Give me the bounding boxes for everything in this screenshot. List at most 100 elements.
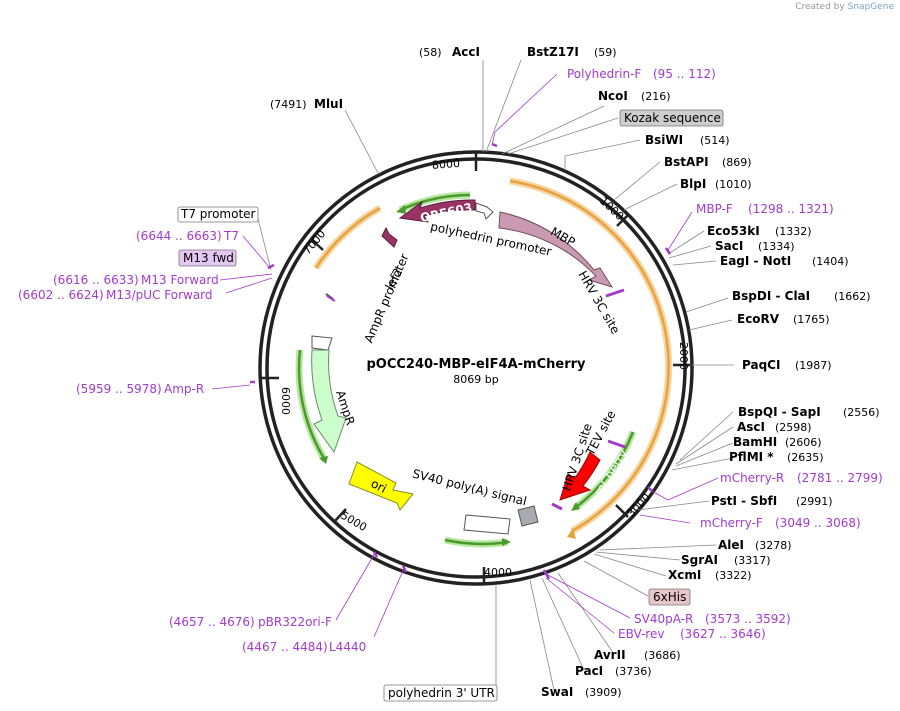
xcmi-label: XcmI [668, 568, 701, 582]
mcherry-r-label: mCherry-R [720, 471, 784, 485]
sv40-label: SV40 poly(A) signal [411, 467, 528, 509]
primer-leader-lines [211, 73, 719, 638]
orf603-feature[interactable] [398, 199, 476, 223]
l4440-pos: (4467 .. 4484) [242, 640, 328, 654]
ncoi-label: NcoI [598, 89, 628, 103]
ebv-rev-pos: (3627 .. 3646) [680, 627, 766, 641]
asci-label: AscI [737, 420, 765, 434]
ori-label: ori [369, 476, 389, 496]
kozak-label: Kozak sequence [624, 111, 721, 125]
bstz17i-pos: (59) [594, 46, 617, 59]
orf603-orf-head [396, 205, 406, 214]
pflmi-label: PflMI * [729, 450, 774, 464]
eco53ki-label: Eco53kI [707, 224, 760, 238]
polyhedrin-f-pos: (95 .. 112) [653, 67, 716, 81]
bstapi-label: BstAPI [664, 155, 709, 169]
paci-label: PacI [575, 664, 603, 678]
snapgene-credit: Created by SnapGene [795, 2, 894, 12]
hrv-bottom-mark [551, 502, 563, 511]
polyhedrin-promoter-arrow[interactable] [475, 202, 494, 220]
eco53ki-pos: (1332) [775, 225, 812, 238]
credit-prefix: Created by [795, 2, 845, 12]
tick-marks [262, 152, 690, 584]
sv40-feature[interactable] [463, 514, 511, 535]
swai-pos: (3909) [585, 686, 622, 699]
ampr-promoter-arrow[interactable] [311, 335, 333, 351]
mcherry-f-label: mCherry-F [700, 516, 763, 530]
mcherry-f-pos: (3049 .. 3068) [775, 516, 861, 530]
ampr-feature[interactable] [311, 349, 347, 454]
mcherry-feature[interactable] [559, 451, 601, 501]
orf-arc-left [314, 206, 381, 269]
alei-label: AleI [718, 538, 744, 552]
bamhi-label: BamHI [733, 435, 777, 449]
bstapi-pos: (869) [722, 156, 752, 169]
his-box[interactable] [648, 588, 691, 606]
bsiwi-label: BsiWI [645, 133, 683, 147]
l4440-label: L4440 [329, 640, 366, 654]
t7-promoter-box[interactable] [177, 206, 259, 223]
t7-promoter-label: T7 promoter [180, 207, 256, 221]
m13-forward-pos: (6616 .. 6633) [53, 273, 139, 287]
polyhedrin-f-label: Polyhedrin-F [567, 67, 641, 81]
ampr-orf-head [319, 456, 328, 464]
credit-brand: SnapGene [847, 2, 894, 12]
m13-fwd-label: M13 fwd [183, 251, 234, 265]
m13-puc-forward-label: M13/pUC Forward [106, 288, 213, 302]
bspqi-sapi-pos: (2556) [843, 406, 880, 419]
psti-sbfi-pos: (2991) [796, 495, 833, 508]
sgrai-pos: (3317) [734, 554, 771, 567]
tick-2000: 2000 [677, 342, 690, 370]
ebv-rev-label: EBV-rev [618, 627, 664, 641]
sgrai-label: SgrAI [681, 553, 718, 567]
plasmid-name: pOCC240-MBP-eIF4A-mCherry [366, 357, 586, 372]
psti-sbfi-label: PstI - SbfI [711, 494, 777, 508]
polyhedrin-utr-label: polyhedrin 3' UTR [388, 686, 495, 700]
m13-forward-label: M13 Forward [141, 273, 219, 287]
mbp-f-label: MBP-F [696, 202, 733, 216]
ampr-promoter-primer-mark [326, 295, 336, 302]
accI-pos: (58) [419, 46, 442, 59]
polyhedrin-utr-box[interactable] [383, 684, 498, 702]
bamhi-pos: (2606) [785, 436, 822, 449]
amp-r-label: Amp-R [164, 382, 204, 396]
gray-feature[interactable] [517, 505, 539, 527]
leader-lines [257, 59, 734, 691]
t7-label: T7 [223, 229, 239, 243]
mlui-pos: (7491) [270, 98, 307, 111]
ampr-orf-arc [297, 349, 327, 461]
bsiwi-pos: (514) [700, 134, 730, 147]
ori-feature[interactable] [348, 461, 414, 511]
sv40pa-r-label: SV40pA-R [634, 612, 693, 626]
mbp-feature[interactable] [498, 211, 614, 288]
tev-primer-mark [607, 439, 626, 449]
primer-marks [250, 142, 672, 580]
lef2-feature[interactable] [381, 226, 398, 248]
pbr322ori-f-label: pBR322ori-F [258, 615, 332, 629]
tick-6000: 6000 [279, 387, 292, 415]
eagi-noti-label: EagI - NotI [720, 254, 791, 268]
m13-fwd-box[interactable] [178, 249, 237, 267]
kozak-box[interactable] [619, 109, 724, 127]
bspdi-clai-label: BspDI - ClaI [732, 289, 810, 303]
blpi-label: BlpI [680, 177, 706, 191]
swai-label: SwaI [541, 685, 573, 699]
plasmid-size: 8069 bp [453, 373, 498, 386]
eagi-noti-pos: (1404) [812, 255, 849, 268]
avrii-label: AvrII [594, 648, 626, 662]
orf-arc-right [509, 179, 670, 533]
ecorv-label: EcoRV [737, 312, 780, 326]
avrii-pos: (3686) [644, 649, 681, 662]
xcmi-pos: (3322) [715, 569, 752, 582]
mbp-f-pos: (1298 .. 1321) [748, 202, 834, 216]
tick-4000: 4000 [484, 566, 512, 579]
hrv-top-mark [605, 288, 625, 298]
mcherry-r-pos: (2781 .. 2799) [797, 471, 883, 485]
paci-pos: (3736) [615, 665, 652, 678]
mcherry-orf-arc [574, 431, 635, 509]
ncoi-pos: (216) [641, 90, 671, 103]
m13-puc-forward-pos: (6602 .. 6624) [18, 288, 104, 302]
paqci-label: PaqCI [742, 358, 780, 372]
amp-r-pos: (5959 .. 5978) [76, 382, 162, 396]
